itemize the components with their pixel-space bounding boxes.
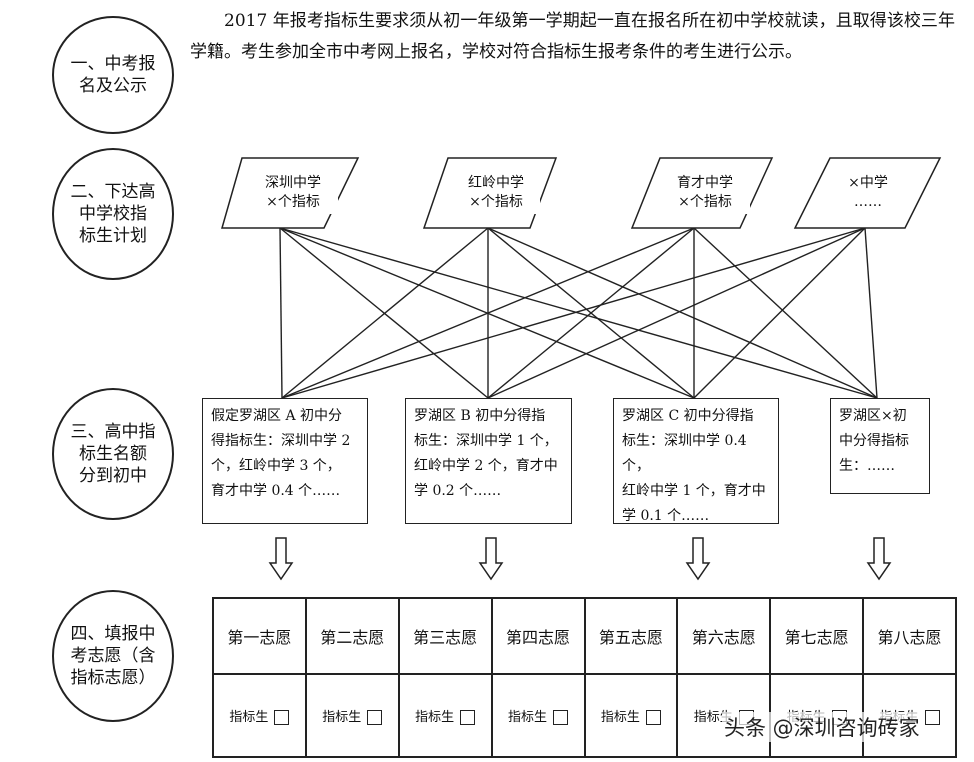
volunteer-header: 第一志愿 [212,597,307,675]
volunteer-header: 第七志愿 [769,597,865,675]
junior-school-box: 假定罗湖区 A 初中分 得指标生：深圳中学 2 个，红岭中学 3 个， 育才中学… [202,398,368,524]
down-arrows [268,537,892,581]
indicator-label: 指标生 [229,710,269,725]
indicator-checkbox[interactable] [645,710,661,725]
step-4-circle: 四、填报中 考志愿（含 指标志愿） [52,590,174,722]
indicator-label: 指标生 [322,710,362,725]
indicator-cell: 指标生 [212,673,307,758]
high-school-label: ×中学 …… [828,172,908,214]
indicator-cell: 指标生 [490,673,586,758]
step-1-circle: 一、中考报 名及公示 [52,16,174,134]
junior-school-box: 罗湖区×初 中分得指标 生：…… [830,398,930,494]
junior-school-box: 罗湖区 C 初中分得指 标生：深圳中学 0.4 个， 红岭中学 1 个，育才中 … [613,398,779,524]
indicator-label: 指标生 [415,710,455,725]
volunteer-header-row: 第一志愿 第二志愿 第三志愿 第四志愿 第五志愿 第六志愿 第七志愿 第八志愿 [212,597,957,675]
high-school-label: 深圳中学 ×个指标 [248,172,338,214]
indicator-cell: 指标生 [583,673,679,758]
indicator-checkbox[interactable] [460,710,476,725]
step-3-circle: 三、高中指 标生名额 分到初中 [52,388,174,520]
indicator-cell: 指标生 [397,673,493,758]
indicator-checkbox[interactable] [274,710,290,725]
down-arrow-icon [478,537,504,581]
watermark-text: 头条 @深圳咨询砖家 [722,712,922,742]
high-school-label: 红岭中学 ×个指标 [452,172,540,214]
indicator-label: 指标生 [508,710,548,725]
indicator-label: 指标生 [600,710,640,725]
high-school-label: 育才中学 ×个指标 [660,172,750,214]
down-arrow-icon [685,537,711,581]
indicator-cell: 指标生 [304,673,400,758]
indicator-checkbox[interactable] [367,710,383,725]
volunteer-header: 第六志愿 [676,597,772,675]
intro-paragraph: 2017 年报考指标生要求须从初一年级第一学期起一直在报名所在初中学校就读，且取… [190,11,955,62]
volunteer-header: 第四志愿 [490,597,586,675]
indicator-checkbox[interactable] [924,710,940,725]
step-2-circle: 二、下达高 中学校指 标生计划 [52,148,174,280]
volunteer-header: 第五志愿 [583,597,679,675]
school-links [279,227,878,399]
junior-school-box: 罗湖区 B 初中分得指 标生：深圳中学 1 个， 红岭中学 2 个，育才中 学 … [405,398,572,524]
volunteer-header: 第八志愿 [862,597,957,675]
volunteer-header: 第二志愿 [304,597,400,675]
down-arrow-icon [866,537,892,581]
volunteer-header: 第三志愿 [397,597,493,675]
down-arrow-icon [268,537,294,581]
indicator-checkbox[interactable] [553,710,569,725]
